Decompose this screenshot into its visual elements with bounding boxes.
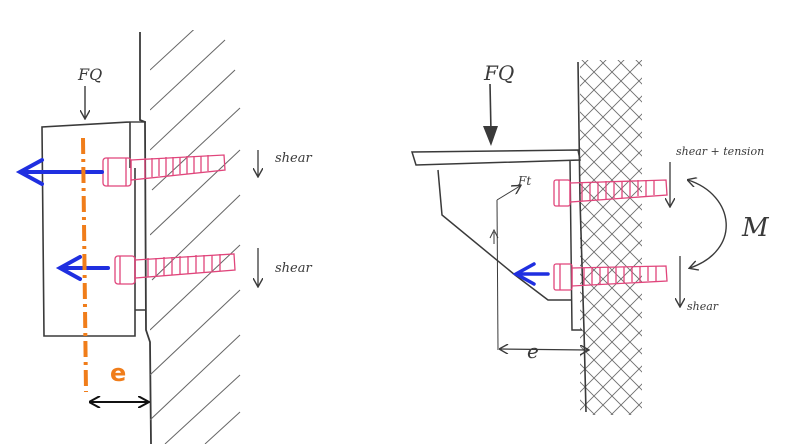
right-bolt-top — [553, 179, 668, 207]
left-eccentricity-label: e — [110, 359, 126, 387]
right-reaction-arrow — [512, 262, 550, 286]
right-eccentricity-dimension — [500, 349, 588, 350]
moment-label: M — [741, 213, 770, 243]
right-eccentricity-label: e — [527, 339, 539, 363]
right-construction-lines — [489, 186, 520, 351]
left-centerline — [81, 137, 88, 393]
right-bolt-bottom-label: shear — [687, 300, 719, 313]
left-force-label: FQ — [77, 65, 102, 84]
right-bolt-bottom — [553, 263, 668, 291]
left-bolt-bottom-label: shear — [275, 261, 312, 276]
left-bolt-bottom — [114, 253, 236, 285]
right-force-arrow — [483, 83, 498, 146]
right-figure: FQ Ft e sh — [410, 60, 770, 415]
moment-arrow — [688, 180, 727, 268]
right-force-label: FQ — [483, 61, 514, 85]
right-bolt-top-label: shear + tension — [676, 145, 764, 158]
left-bolt-top-label: shear — [275, 151, 312, 166]
left-figure: FQ e shear — [15, 30, 312, 444]
left-reaction-arrows — [15, 158, 110, 281]
left-wall — [139, 30, 241, 444]
left-bracket — [41, 121, 146, 337]
right-tension-force-label: Ft — [517, 174, 531, 188]
right-wall — [577, 60, 642, 415]
